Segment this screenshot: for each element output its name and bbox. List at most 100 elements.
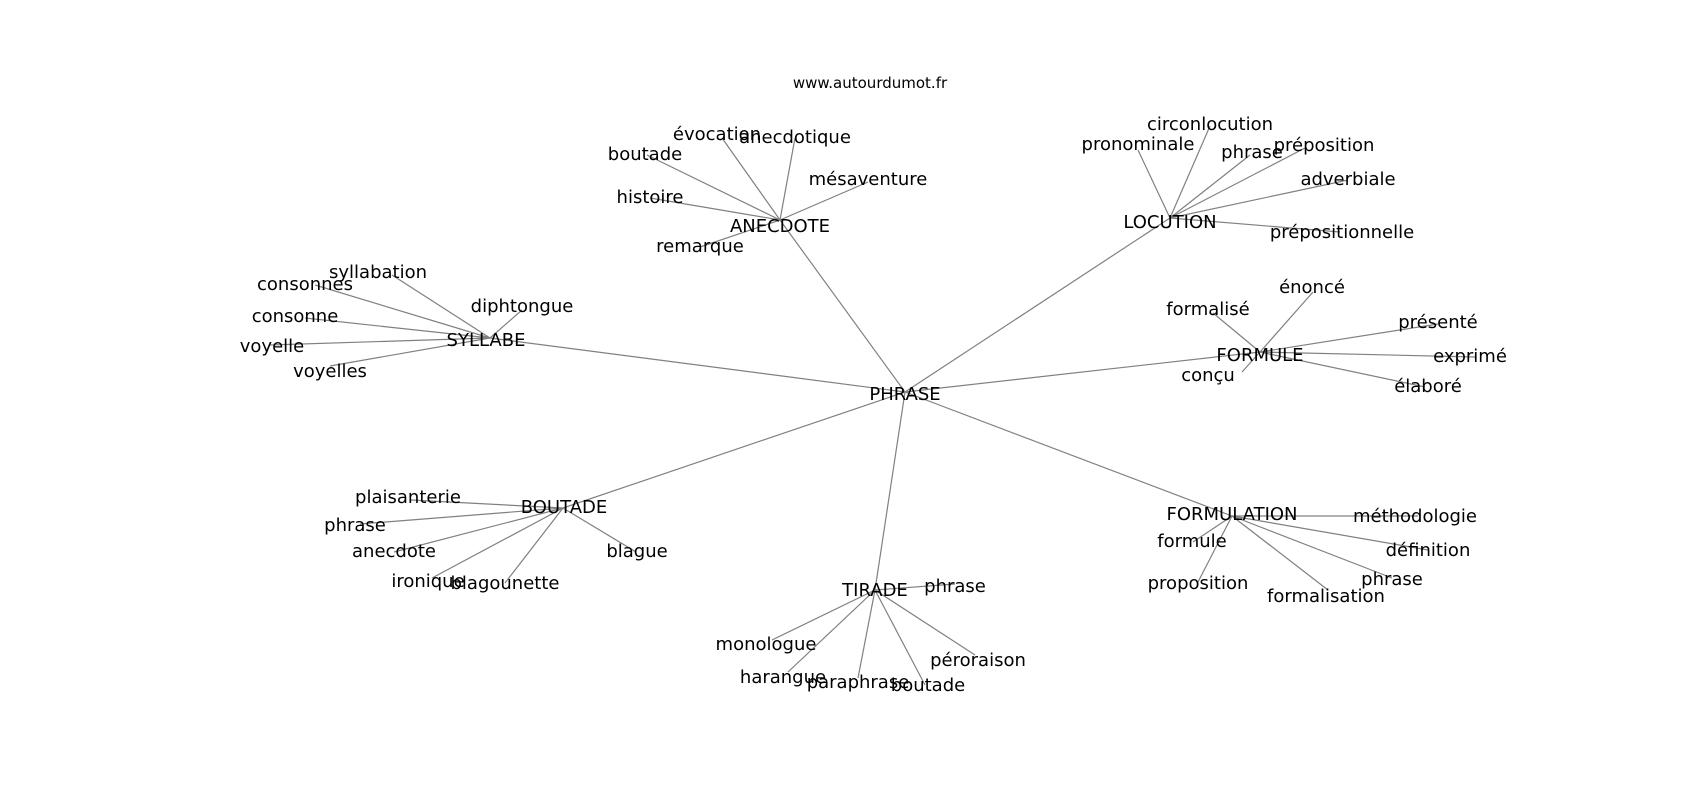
hub-leaf-edge [1169, 125, 1211, 219]
leaf-node-label: blague [606, 541, 667, 562]
leaf-node-label: anecdotique [739, 127, 851, 148]
leaf-node-label: circonlocution [1147, 114, 1273, 135]
hub-leaf-edge [1231, 515, 1329, 591]
center-hub-edge [904, 217, 1171, 393]
leaf-node-label: formule [1157, 531, 1226, 552]
hub-leaf-edge [1197, 515, 1233, 583]
leaf-node-label: définition [1386, 540, 1471, 561]
center-hub-edge [779, 219, 906, 393]
hub-leaf-edge [1231, 515, 1429, 551]
hub-leaf-edge [1259, 323, 1439, 353]
leaf-node-label: syllabation [329, 262, 427, 283]
leaf-node-label: histoire [617, 187, 684, 208]
hub-leaf-edge [874, 589, 926, 686]
leaf-node-label: phrase [324, 515, 386, 536]
center-hub-edge [562, 391, 906, 509]
center-hub-edge [874, 391, 906, 591]
hub-leaf-edge [771, 589, 876, 641]
hub-leaf-edge [1231, 515, 1393, 579]
hub-node-label: FORMULATION [1166, 504, 1297, 525]
hub-leaf-edge [562, 507, 637, 553]
hub-leaf-edge [329, 337, 491, 367]
hub-leaf-edge [1192, 515, 1233, 543]
hub-node-label: LOCUTION [1123, 212, 1216, 233]
leaf-node-label: phrase [1361, 569, 1423, 590]
hub-leaf-edge [787, 589, 876, 673]
center-hub-edge [904, 391, 1233, 517]
hub-leaf-edge [489, 309, 523, 339]
hub-leaf-edge [1169, 179, 1349, 219]
hub-node-label: TIRADE [841, 580, 908, 601]
hub-leaf-edge [699, 219, 781, 248]
graph-edges [269, 125, 1476, 686]
hub-leaf-edge [393, 507, 564, 553]
hub-node-label: SYLLABE [447, 330, 526, 351]
leaf-node-label: boutade [608, 144, 682, 165]
leaf-node-label: proposition [1148, 573, 1249, 594]
hub-leaf-edge [1259, 351, 1476, 358]
leaf-node-label: formalisé [1166, 299, 1249, 320]
hub-leaf-edge [304, 317, 491, 339]
leaf-node-label: paraphrase [807, 672, 910, 693]
hub-node-label: BOUTADE [521, 497, 608, 518]
leaf-node-label: plaisanterie [355, 487, 461, 508]
leaf-node-label: présenté [1398, 312, 1478, 333]
leaf-node-label: anecdote [352, 541, 436, 562]
source-credit: www.autourdumot.fr [793, 74, 948, 92]
hub-leaf-edge [314, 284, 491, 339]
hub-leaf-edge [1169, 154, 1251, 219]
hub-leaf-edge [1169, 147, 1306, 219]
hub-leaf-edge [857, 589, 876, 679]
leaf-node-label: préposition [1274, 135, 1375, 156]
leaf-node-label: boutade [891, 675, 965, 696]
hub-leaf-edge [410, 499, 564, 509]
leaf-node-label: consonnes [257, 274, 353, 295]
hub-leaf-edge [1259, 351, 1426, 388]
leaf-node-label: élaboré [1394, 376, 1462, 397]
hub-leaf-edge [1137, 149, 1171, 219]
leaf-node-label: conçu [1181, 365, 1235, 386]
hub-leaf-edge [874, 583, 956, 591]
center-node-label: PHRASE [869, 384, 940, 405]
leaf-node-label: harangue [740, 667, 826, 688]
leaf-node-label: évocation [673, 124, 761, 145]
hub-leaf-edge [1241, 351, 1261, 373]
leaf-node-label: pronominale [1082, 134, 1195, 155]
leaf-node-label: adverbiale [1300, 169, 1395, 190]
leaf-node-label: péroraison [930, 650, 1026, 671]
hub-node-label: ANECDOTE [730, 216, 830, 237]
leaf-node-label: diphtongue [471, 296, 574, 317]
leaf-node-label: exprimé [1433, 346, 1507, 367]
leaf-node-label: monologue [716, 634, 817, 655]
hub-leaf-edge [1212, 312, 1261, 353]
hub-leaf-edge [431, 507, 564, 579]
hub-leaf-edge [1259, 291, 1314, 353]
leaf-node-label: phrase [1221, 142, 1283, 163]
hub-leaf-edge [504, 507, 564, 584]
leaf-node-label: prépositionnelle [1270, 222, 1414, 243]
hub-node-label: FORMULE [1216, 345, 1303, 366]
leaf-node-label: consonne [252, 306, 339, 327]
center-hub-edge [904, 351, 1261, 393]
hub-leaf-edge [649, 197, 781, 221]
hub-leaf-edge [721, 137, 781, 221]
hub-leaf-edge [359, 507, 564, 525]
hub-leaf-edge [646, 154, 781, 221]
leaf-node-label: phrase [924, 576, 986, 597]
hub-leaf-edge [269, 337, 491, 346]
leaf-node-label: voyelles [293, 361, 367, 382]
hub-leaf-edge [874, 589, 976, 656]
leaf-node-label: voyelle [240, 336, 304, 357]
leaf-node-label: méthodologie [1353, 506, 1477, 527]
leaf-node-label: formalisation [1267, 586, 1385, 607]
center-hub-edge [489, 337, 906, 393]
hub-leaf-edge [779, 137, 796, 221]
leaf-node-label: énoncé [1279, 277, 1345, 298]
hub-leaf-edge [779, 181, 869, 221]
hub-leaf-edge [391, 274, 491, 339]
leaf-node-label: remarque [656, 236, 744, 257]
leaf-node-label: blagounette [451, 573, 560, 594]
leaf-node-label: ironique [391, 571, 464, 592]
